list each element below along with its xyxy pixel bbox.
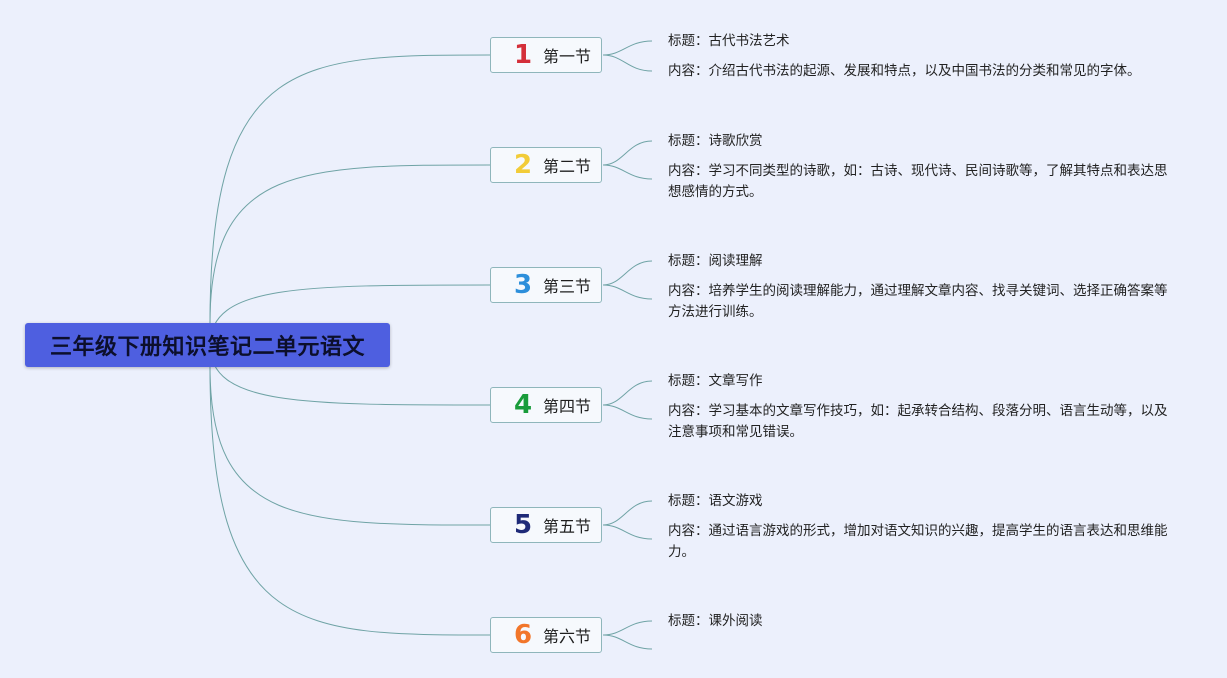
section-label: 第六节 (543, 627, 592, 646)
root-branch-line-2 (209, 164, 491, 324)
number-icon-6: 6 (513, 620, 533, 650)
title-branch-line-4 (602, 380, 653, 406)
detail-title[interactable]: 标题：课外阅读 (668, 613, 763, 629)
section-label: 第三节 (543, 277, 592, 296)
section-node-4[interactable]: 4 第四节 (490, 387, 602, 423)
section-detail-2: 标题：诗歌欣赏 内容：学习不同类型的诗歌，如：古诗、现代诗、民间诗歌等，了解其特… (668, 131, 1168, 203)
title-branch-line-6 (602, 620, 653, 636)
detail-content[interactable]: 内容：培养学生的阅读理解能力，通过理解文章内容、找寻关键词、选择正确答案等方法进… (668, 283, 1168, 320)
detail-title[interactable]: 标题：阅读理解 (668, 253, 763, 269)
section-node-5[interactable]: 5 第五节 (490, 507, 602, 543)
section-label: 第四节 (543, 397, 592, 416)
section-node-3[interactable]: 3 第三节 (490, 267, 602, 303)
section-detail-4: 标题：文章写作 内容：学习基本的文章写作技巧，如：起承转合结构、段落分明、语言生… (668, 371, 1168, 443)
section-detail-6: 标题：课外阅读 (668, 611, 1168, 641)
detail-title[interactable]: 标题：语文游戏 (668, 493, 763, 509)
detail-title[interactable]: 标题：文章写作 (668, 373, 763, 389)
section-label: 第五节 (543, 517, 592, 536)
title-branch-line-1 (602, 40, 653, 56)
root-branch-line-6 (209, 366, 491, 636)
root-branch-line-5 (209, 366, 491, 526)
detail-title[interactable]: 标题：诗歌欣赏 (668, 133, 763, 149)
title-branch-line-2 (602, 140, 653, 166)
root-branch-line-1 (209, 54, 491, 324)
number-icon-1: 1 (513, 40, 533, 70)
detail-content[interactable]: 内容：通过语言游戏的形式，增加对语文知识的兴趣，提高学生的语言表达和思维能力。 (668, 523, 1168, 560)
section-detail-3: 标题：阅读理解 内容：培养学生的阅读理解能力，通过理解文章内容、找寻关键词、选择… (668, 251, 1168, 323)
section-node-2[interactable]: 2 第二节 (490, 147, 602, 183)
section-detail-5: 标题：语文游戏 内容：通过语言游戏的形式，增加对语文知识的兴趣，提高学生的语言表… (668, 491, 1168, 563)
content-branch-line-6 (602, 634, 653, 650)
content-branch-line-3 (602, 284, 653, 300)
section-node-6[interactable]: 6 第六节 (490, 617, 602, 653)
detail-content[interactable]: 内容：学习基本的文章写作技巧，如：起承转合结构、段落分明、语言生动等，以及注意事… (668, 403, 1168, 440)
detail-title[interactable]: 标题：古代书法艺术 (668, 33, 790, 49)
root-topic[interactable]: 三年级下册知识笔记二单元语文 (25, 323, 390, 367)
detail-content[interactable]: 内容：介绍古代书法的起源、发展和特点，以及中国书法的分类和常见的字体。 (668, 63, 1141, 79)
number-icon-5: 5 (513, 510, 533, 540)
detail-content[interactable]: 内容：学习不同类型的诗歌，如：古诗、现代诗、民间诗歌等，了解其特点和表达思想感情… (668, 163, 1168, 200)
section-label: 第一节 (543, 47, 592, 66)
number-icon-2: 2 (513, 150, 533, 180)
content-branch-line-2 (602, 164, 653, 180)
content-branch-line-1 (602, 54, 653, 72)
title-branch-line-5 (602, 500, 653, 526)
section-node-1[interactable]: 1 第一节 (490, 37, 602, 73)
number-icon-3: 3 (513, 270, 533, 300)
section-label: 第二节 (543, 157, 592, 176)
content-branch-line-5 (602, 524, 653, 540)
content-branch-line-4 (602, 404, 653, 420)
title-branch-line-3 (602, 260, 653, 286)
section-detail-1: 标题：古代书法艺术 内容：介绍古代书法的起源、发展和特点，以及中国书法的分类和常… (668, 31, 1168, 82)
root-title: 三年级下册知识笔记二单元语文 (49, 335, 365, 360)
number-icon-4: 4 (513, 390, 533, 420)
